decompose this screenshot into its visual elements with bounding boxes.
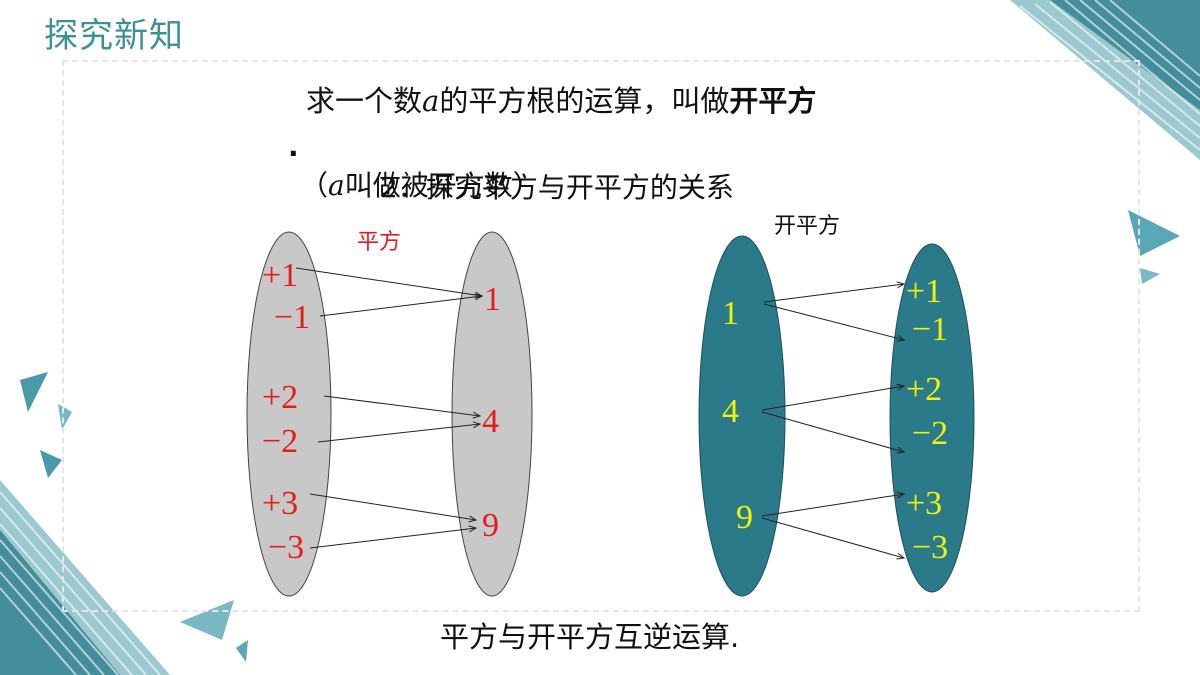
arrow-4-to-minus2	[761, 411, 904, 452]
triangle-bottom-2	[236, 640, 248, 662]
right-input-4: 4	[722, 393, 739, 430]
right-output-plus3: +3	[906, 485, 942, 522]
right-input-1: 1	[722, 295, 739, 332]
left-input-minus1: −1	[274, 299, 310, 336]
left-input-minus2: −2	[262, 423, 298, 460]
left-arrows	[295, 267, 482, 549]
arrow-minus1-to-1	[319, 296, 482, 317]
arrow-plus1-to-1	[295, 267, 482, 296]
paren-open: （	[300, 169, 329, 202]
right-input-values: 1 4 9	[722, 295, 753, 536]
definition-middle: 的平方根的运算，叫做	[439, 84, 730, 118]
right-output-plus1: +1	[906, 273, 942, 310]
right-arrows	[761, 284, 904, 558]
square-label: 平方	[357, 230, 402, 255]
square-root-label: 开平方	[774, 214, 841, 239]
left-input-plus1: +1	[262, 257, 298, 294]
definition-term: 开平方	[729, 84, 817, 118]
arrow-9-to-plus3	[761, 494, 904, 517]
right-output-minus3: −3	[912, 529, 948, 566]
arrow-1-to-minus1	[763, 303, 904, 340]
left-output-ellipse	[451, 231, 533, 597]
arrow-minus2-to-4	[317, 424, 480, 443]
paren-note: （a叫做被开方数）	[300, 164, 541, 204]
arrow-9-to-minus3	[761, 517, 904, 558]
right-output-ellipse	[889, 243, 975, 593]
arrow-minus3-to-9	[309, 528, 476, 549]
bottom-left-stripes	[0, 480, 170, 675]
left-input-plus3: +3	[262, 485, 298, 522]
definition-prefix: 求一个数	[306, 84, 423, 118]
right-output-values: +1 −1 +2 −2 +3 −3	[906, 273, 948, 566]
slide-title: 探究新知	[44, 16, 184, 56]
right-input-ellipse	[698, 235, 786, 597]
left-input-minus3: −3	[268, 529, 304, 566]
paren-variable: a	[328, 169, 345, 202]
triangle-left-2	[58, 404, 72, 430]
triangle-right-1	[1128, 210, 1180, 256]
arrow-plus2-to-4	[323, 395, 480, 416]
left-input-values: +1 −1 +2 −2 +3 −3	[262, 257, 310, 566]
triangle-left-1	[20, 372, 48, 412]
right-output-minus1: −1	[912, 311, 948, 348]
left-output-1: 1	[484, 281, 501, 318]
triangle-right-2	[1140, 268, 1160, 284]
left-output-9: 9	[482, 507, 499, 544]
content-frame	[62, 60, 1140, 612]
top-right-stripes	[1010, 0, 1200, 160]
definition-variable: a	[422, 84, 440, 118]
relation-heading: 2．探究平方与开平方的关系	[380, 171, 734, 204]
right-input-9: 9	[736, 499, 753, 536]
definition-text: 求一个数a的平方根的运算，叫做开平方	[306, 78, 816, 120]
arrow-plus3-to-9	[309, 493, 476, 520]
paren-text: 叫做被开方数）	[344, 169, 541, 202]
arrow-4-to-plus2	[761, 386, 904, 411]
arrow-1-to-plus1	[763, 284, 904, 303]
right-output-plus2: +2	[906, 371, 942, 408]
triangle-left-3	[40, 450, 62, 478]
left-input-ellipse	[246, 231, 332, 597]
right-output-minus2: −2	[912, 415, 948, 452]
left-output-4: 4	[482, 403, 499, 440]
definition-dot: .	[288, 130, 299, 163]
left-input-plus2: +2	[262, 379, 298, 416]
conclusion-text: 平方与开平方互逆运算.	[440, 620, 740, 654]
left-output-values: 1 4 9	[482, 281, 501, 544]
